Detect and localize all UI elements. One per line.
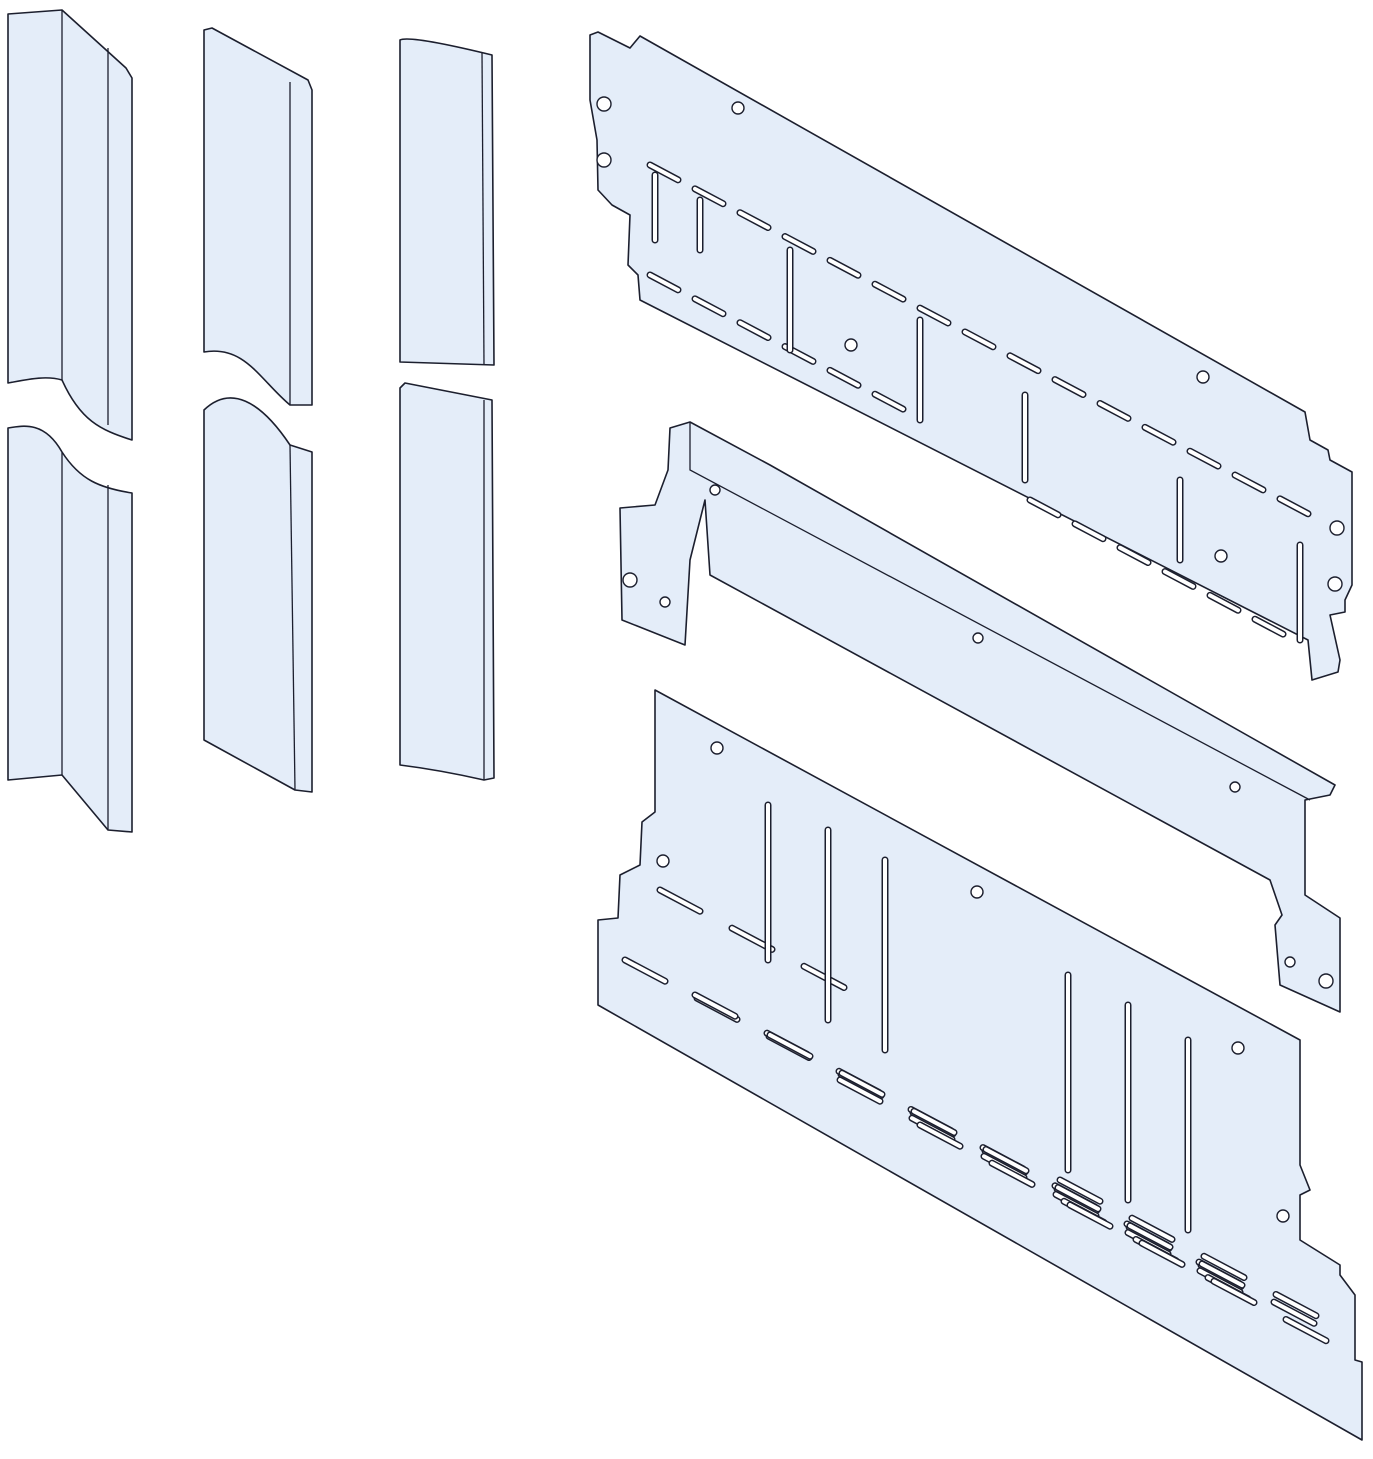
slot: [648, 273, 680, 292]
bracket-body: [619, 421, 1341, 1013]
slot: [838, 1078, 882, 1104]
slot: [693, 186, 725, 206]
upper-plate: [589, 31, 1353, 681]
slot: [1058, 1178, 1102, 1204]
lower-plate-slots: [621, 801, 1330, 1345]
profile-2: [203, 27, 313, 793]
slot: [658, 888, 702, 914]
slot: [1208, 593, 1240, 613]
slot: [1128, 1223, 1172, 1249]
slot: [963, 329, 995, 349]
slot: [828, 368, 860, 388]
slot: [912, 1109, 956, 1135]
slot: [1068, 1203, 1112, 1229]
slot: [1053, 377, 1085, 397]
slot: [1140, 1241, 1184, 1267]
slot: [623, 958, 667, 984]
slot: [768, 1033, 812, 1059]
slot: [1233, 473, 1265, 492]
slot: [1278, 496, 1310, 516]
lower-plate: [597, 689, 1363, 1441]
upper-plate-slots: [646, 161, 1312, 644]
slot: [1202, 1254, 1246, 1280]
slot: [840, 1071, 884, 1097]
profile-2-bottom: [203, 397, 313, 793]
slot: [1098, 401, 1130, 421]
profile-1-bottom: [7, 425, 133, 833]
upper-plate-body: [589, 31, 1353, 681]
slot: [693, 296, 725, 316]
slot: [1212, 1279, 1256, 1305]
profile-3-top: [399, 38, 495, 366]
profile-1-top: [7, 9, 133, 441]
slot: [802, 964, 846, 990]
profile-3-bottom: [399, 382, 495, 781]
slot: [1143, 425, 1175, 445]
slot: [1028, 498, 1060, 517]
slot: [918, 306, 950, 325]
profile-3: [399, 38, 495, 781]
slot: [1274, 1292, 1318, 1318]
profile-1: [7, 9, 133, 833]
slot: [1253, 617, 1285, 637]
slot: [693, 993, 737, 1019]
slot: [1200, 1261, 1244, 1288]
slot: [1163, 569, 1195, 589]
profile-2-top: [203, 27, 313, 406]
slot: [783, 234, 815, 254]
bracket: [619, 421, 1341, 1013]
slot: [1188, 449, 1220, 469]
slot: [738, 210, 770, 230]
slot: [984, 1147, 1028, 1173]
slot: [1008, 353, 1040, 373]
slot: [873, 282, 905, 302]
slot: [1073, 521, 1105, 541]
slot: [990, 1161, 1034, 1187]
slot: [918, 1123, 962, 1149]
slot: [1056, 1185, 1100, 1211]
slot: [828, 258, 860, 278]
slot: [1130, 1216, 1174, 1242]
slot: [648, 163, 680, 182]
slot: [738, 320, 770, 340]
slot: [1284, 1317, 1328, 1343]
slot: [1272, 1300, 1316, 1326]
slot: [873, 392, 905, 412]
slot: [1118, 545, 1150, 565]
